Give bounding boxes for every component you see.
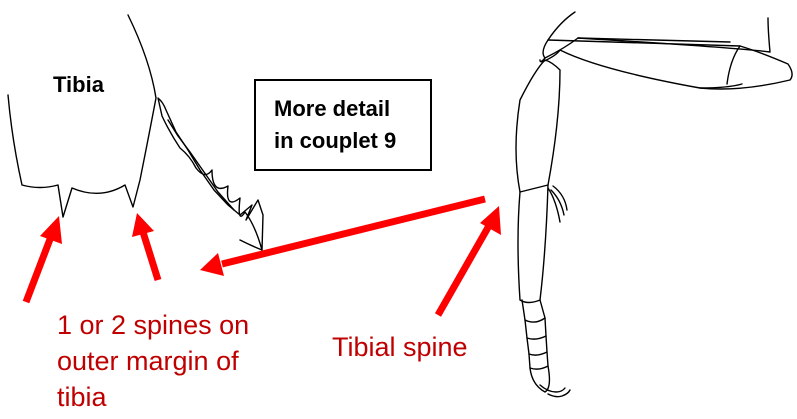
- spines-caption: 1 or 2 spines on outer margin of tibia: [57, 307, 249, 415]
- arrow-to-left-spine: [26, 216, 62, 302]
- spines-caption-line-2: outer margin of: [57, 343, 249, 379]
- arrow-leg-to-tibia: [200, 199, 485, 276]
- leg-drawing: [516, 12, 792, 397]
- detail-line-1: More detail: [274, 93, 430, 125]
- tibial-spine-caption: Tibial spine: [332, 329, 468, 365]
- arrow-to-tibial-spine: [438, 206, 501, 315]
- arrow-to-right-spine: [132, 213, 158, 280]
- couplet-detail-box: More detail in couplet 9: [254, 79, 432, 171]
- spines-caption-line-1: 1 or 2 spines on: [57, 307, 249, 343]
- spines-caption-line-3: tibia: [57, 379, 249, 415]
- detail-line-2: in couplet 9: [274, 125, 430, 157]
- tibia-title: Tibia: [53, 72, 104, 98]
- tibia-closeup-drawing: [8, 15, 263, 250]
